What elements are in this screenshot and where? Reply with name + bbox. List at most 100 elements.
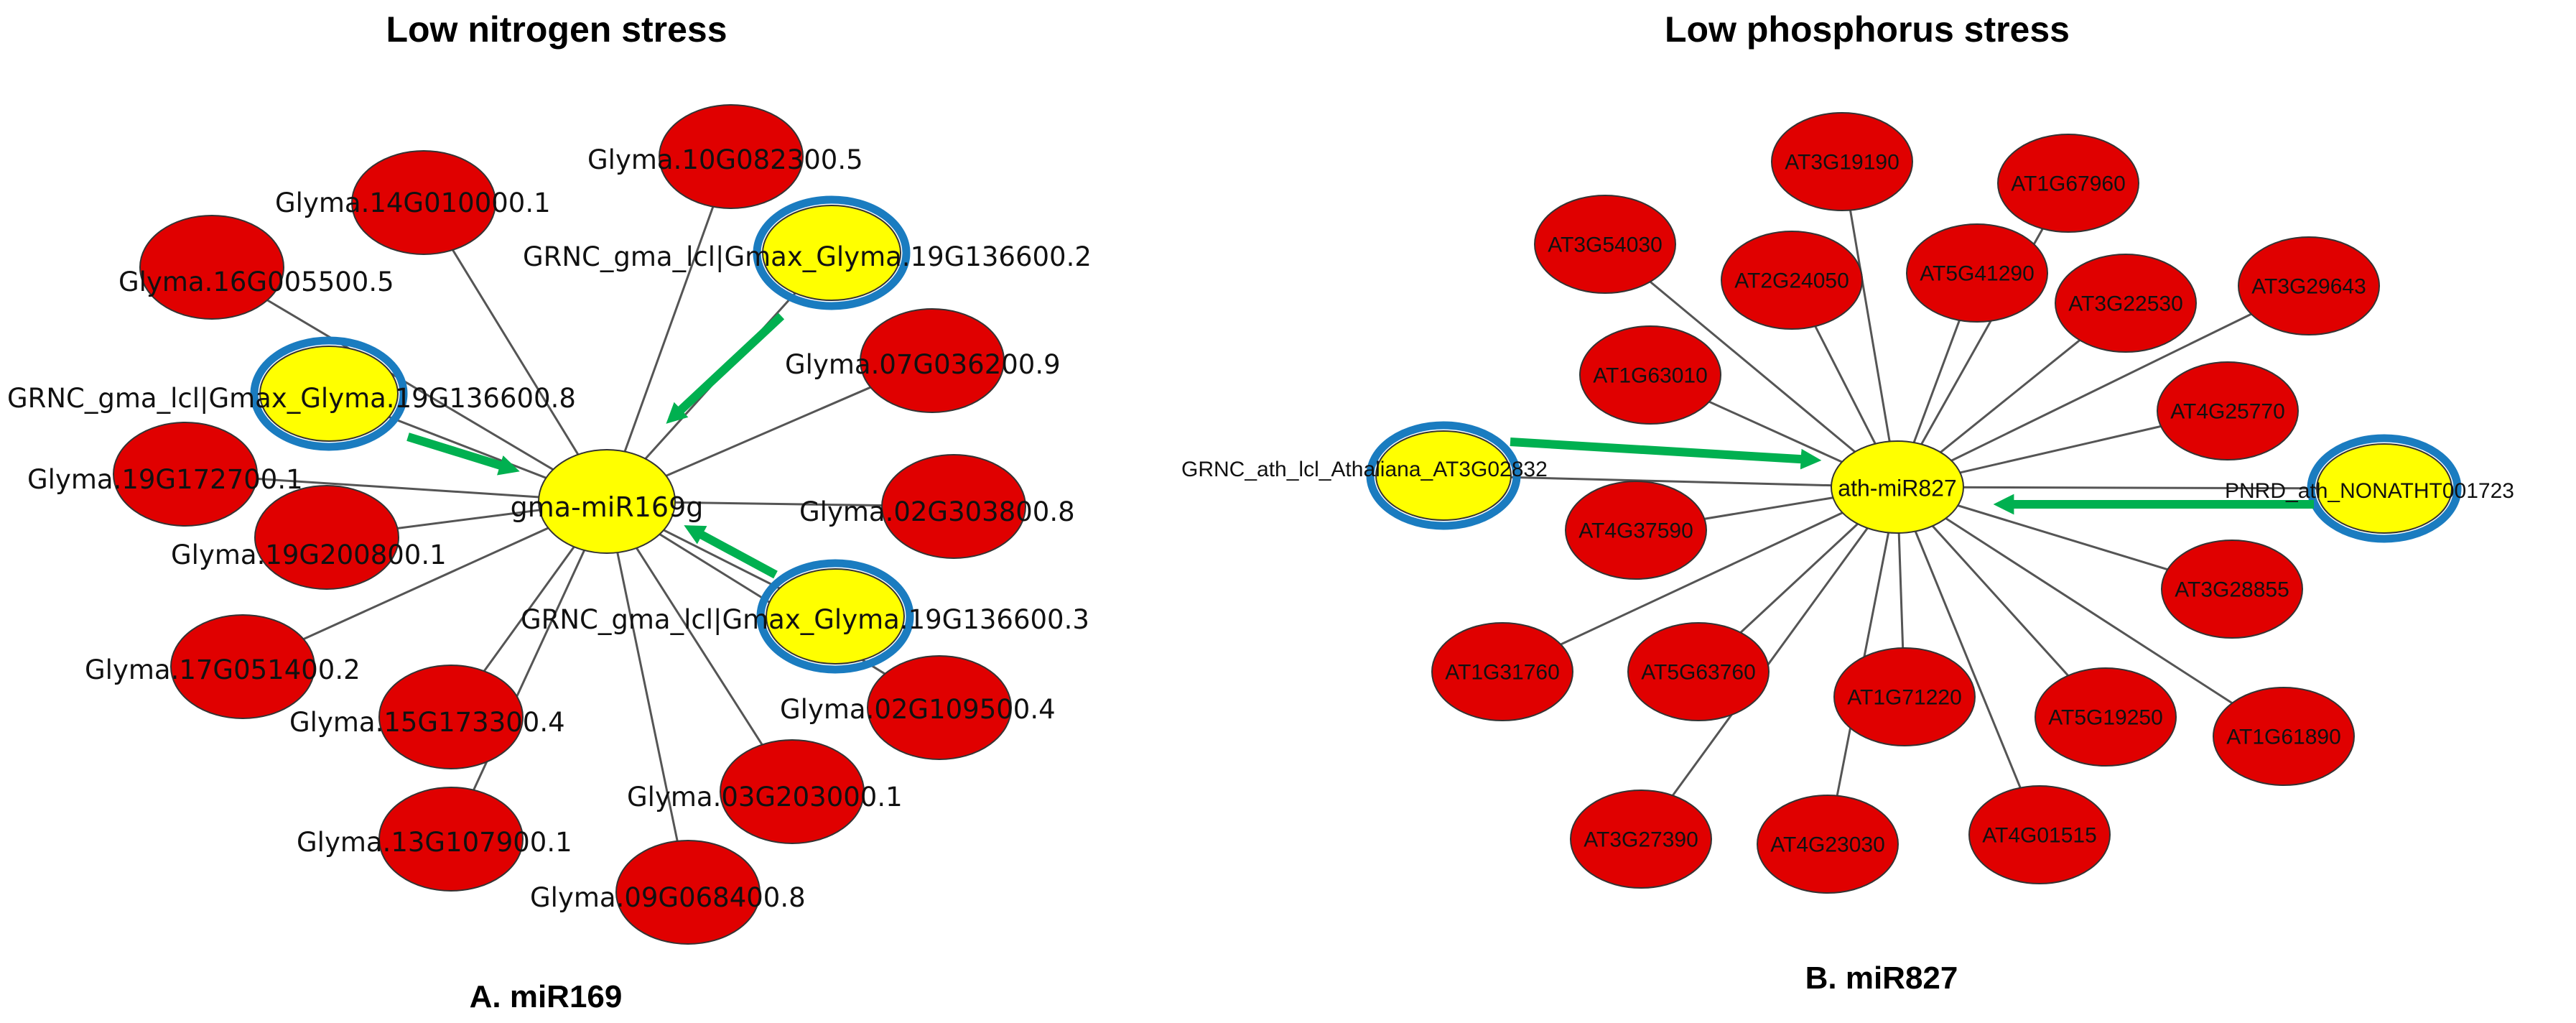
node-label: Glyma.02G109500.4: [780, 694, 1056, 725]
node-label: AT5G19250: [2048, 706, 2163, 730]
edge: [1896, 486, 2041, 835]
target-node: [1757, 795, 1899, 894]
target-node: [113, 422, 258, 527]
target-node: [1771, 112, 1913, 211]
center-mirna-node: [1831, 440, 1964, 534]
node-label: AT1G61890: [2226, 726, 2341, 749]
highlight-ring: [753, 195, 911, 310]
panel-a-caption: A. miR169: [470, 979, 623, 1014]
target-node: [1570, 790, 1712, 889]
node-label: Glyma.17G051400.2: [85, 654, 361, 685]
node-label: AT3G28855: [2175, 578, 2289, 602]
green-arrow: [666, 313, 785, 424]
target-node: [615, 840, 761, 945]
node-label: Glyma.14G010000.1: [275, 188, 551, 218]
target-node: [2157, 361, 2299, 460]
highlighted-target-node: [2316, 443, 2452, 534]
target-node: [170, 614, 315, 719]
panel-b: Low phosphorus stress B. miR827 AT3G1919…: [1181, 9, 2514, 996]
node-label: AT1G71220: [1847, 686, 1962, 710]
target-node: [1431, 622, 1573, 721]
node-label: AT3G27390: [1584, 828, 1698, 852]
node-label: GRNC_ath_lcl_Athaliana_AT3G02832: [1181, 458, 1548, 481]
target-node: [1906, 223, 2048, 323]
highlight-ring: [2307, 434, 2462, 543]
node-label: GRNC_gma_lcl|Gmax_Glyma.19G136600.3: [521, 604, 1089, 635]
node-label: Glyma.10G082300.5: [587, 144, 863, 175]
panel-a-title: Low nitrogen stress: [386, 9, 727, 50]
target-node: [254, 485, 399, 590]
edge: [605, 156, 733, 502]
node-label: Glyma.19G172700.1: [27, 464, 303, 495]
node-label: AT4G23030: [1770, 833, 1885, 857]
node-label: GRNC_gma_lcl|Gmax_Glyma.19G136600.2: [523, 241, 1092, 272]
center-node-label: ath-miR827: [1838, 476, 1956, 501]
panel-a: Low nitrogen stress A. miR169 Glyma.10G0…: [7, 9, 1092, 1014]
edge: [1841, 161, 1899, 488]
center-mirna-node: [538, 449, 676, 554]
edge: [1897, 284, 2310, 489]
target-node: [2035, 667, 2177, 767]
target-node: [1968, 785, 2111, 884]
node-label: AT1G31760: [1445, 661, 1560, 685]
target-node: [2213, 687, 2355, 786]
target-node: [1833, 647, 1976, 746]
target-node: [1721, 231, 1863, 330]
node-label: AT4G25770: [2170, 400, 2285, 424]
target-node: [351, 150, 496, 255]
edge: [211, 266, 608, 503]
target-node: [881, 454, 1026, 559]
node-label: AT3G22530: [2068, 292, 2183, 316]
node-label: GRNC_gma_lcl|Gmax_Glyma.19G136600.8: [7, 383, 576, 414]
edge: [422, 202, 608, 502]
node-label: PNRD_ath_NONATHT001723: [2225, 479, 2514, 503]
edge: [1604, 243, 1898, 489]
node-label: AT5G41290: [1920, 262, 2035, 286]
node-label: AT2G24050: [1734, 269, 1849, 293]
highlight-ring: [756, 559, 914, 674]
target-node: [2161, 540, 2303, 639]
node-label: AT3G54030: [1548, 233, 1663, 257]
target-node: [1534, 195, 1676, 294]
edge: [605, 501, 794, 792]
edge: [1897, 486, 2284, 738]
target-node: [867, 655, 1012, 760]
node-label: Glyma.13G107900.1: [297, 827, 572, 858]
highlighted-target-node: [259, 346, 399, 442]
target-node: [378, 787, 524, 892]
node-label: Glyma.19G200800.1: [171, 540, 447, 570]
node-label: AT3G29643: [2251, 275, 2366, 299]
green-arrow: [406, 432, 520, 476]
node-label: AT1G63010: [1593, 364, 1708, 388]
highlight-ring: [250, 336, 408, 451]
edge: [1896, 182, 2070, 488]
node-label: Glyma.03G203000.1: [627, 782, 903, 813]
highlighted-target-node: [762, 205, 901, 301]
node-label: Glyma.09G068400.8: [530, 882, 806, 913]
node-label: Glyma.15G173300.4: [289, 707, 565, 738]
target-node: [378, 665, 524, 769]
target-node: [1627, 622, 1770, 721]
edge: [450, 501, 608, 840]
edge: [605, 501, 689, 893]
green-arrow: [684, 525, 778, 579]
panel-b-arrows: [1510, 438, 2314, 515]
node-label: Glyma.16G005500.5: [118, 267, 394, 297]
green-arrow: [1510, 438, 1822, 470]
panel-a-arrows: [406, 313, 785, 579]
target-node: [2055, 254, 2197, 353]
node-label: AT5G63760: [1641, 661, 1756, 685]
target-node: [2238, 236, 2380, 335]
target-node: [860, 308, 1005, 413]
highlighted-target-node: [1375, 430, 1512, 521]
target-node: [139, 215, 284, 320]
edge: [1640, 486, 1899, 840]
highlight-ring: [1366, 421, 1521, 530]
highlighted-target-node: [766, 568, 905, 665]
panel-a-nodes: [113, 104, 1026, 945]
node-label: AT3G19190: [1785, 151, 1900, 175]
panel-b-nodes: [1366, 112, 2462, 894]
node-label: AT1G67960: [2011, 172, 2126, 196]
